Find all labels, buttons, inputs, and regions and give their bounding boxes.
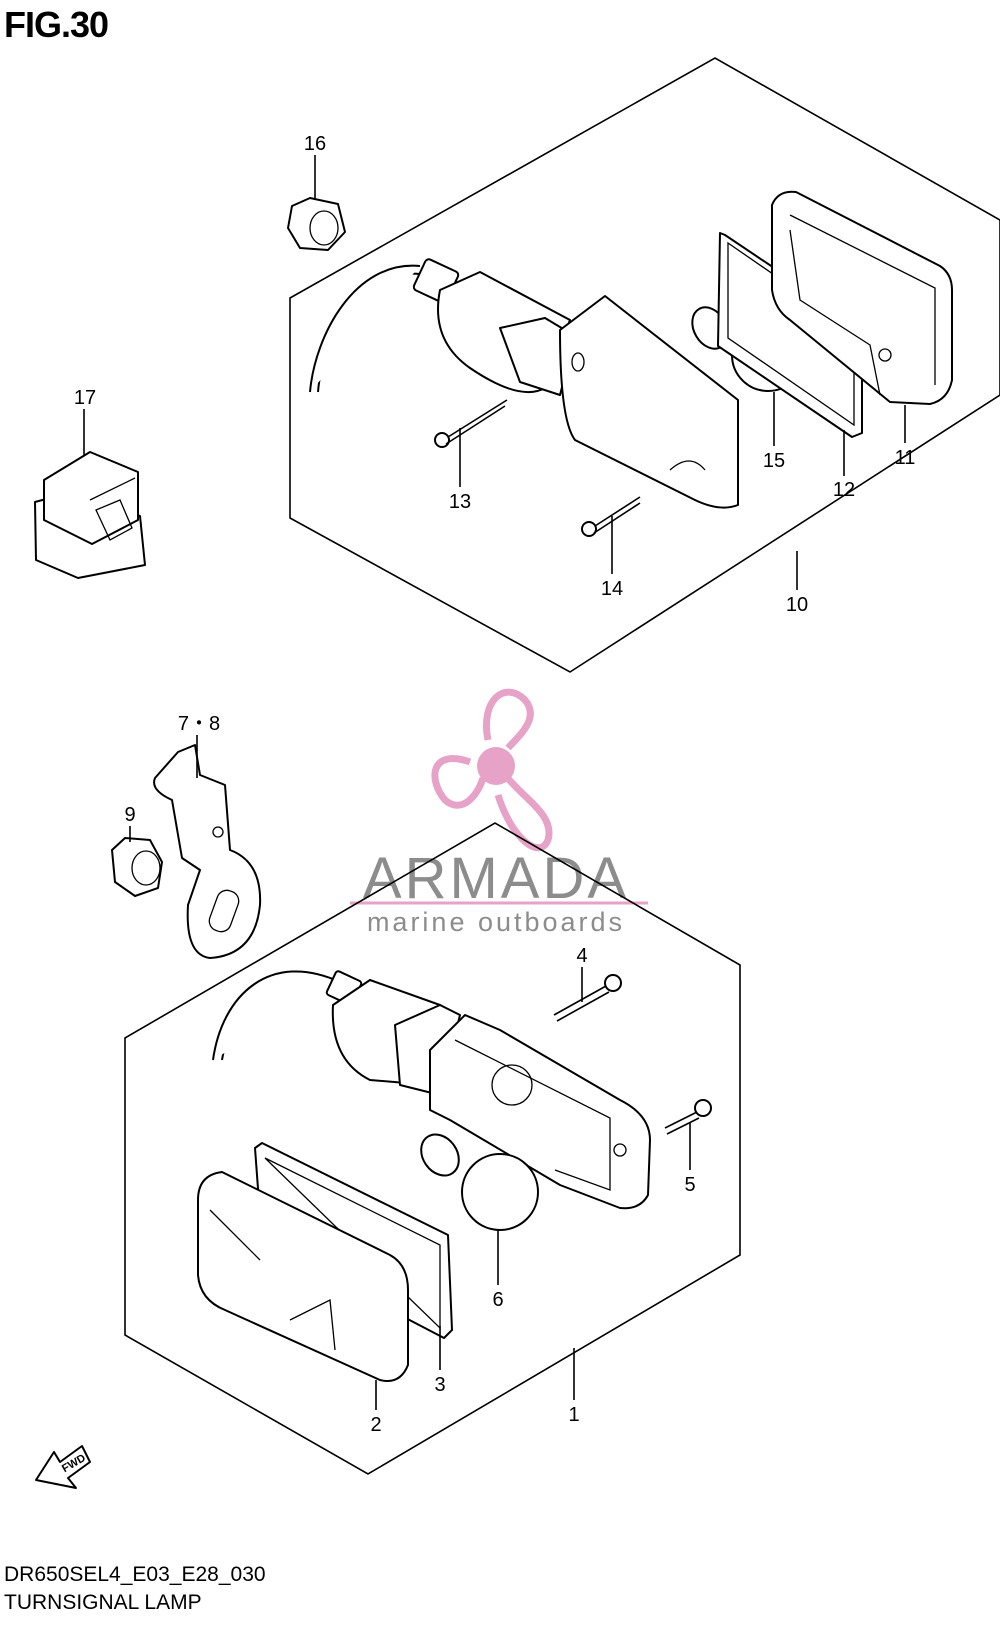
part-label-11: 11 <box>895 447 916 469</box>
lens-11[interactable] <box>771 190 953 405</box>
part-label-12: 12 <box>833 479 855 501</box>
part-label-15: 15 <box>763 450 785 472</box>
part-label-9: 9 <box>124 804 135 826</box>
watermark-logo <box>431 688 553 852</box>
turnsignal-unit-10[interactable] <box>309 258 739 509</box>
part-label-10: 10 <box>786 594 808 616</box>
part-label-7-8: 7・8 <box>178 713 220 735</box>
part-label-6: 6 <box>492 1289 503 1311</box>
screw-14[interactable] <box>581 496 641 537</box>
grommet-16[interactable] <box>287 197 346 251</box>
watermark-brand: ARMADA <box>363 846 629 911</box>
screw-5[interactable] <box>664 1099 712 1135</box>
screw-13[interactable] <box>434 399 508 448</box>
part-label-13: 13 <box>449 491 471 513</box>
figure-title: FIG.30 <box>4 4 109 45</box>
part-label-4: 4 <box>576 945 587 967</box>
diagram-code: DR650SEL4_E03_E28_030 <box>4 1563 266 1586</box>
part-label-1: 1 <box>568 1404 579 1426</box>
lens-2[interactable] <box>197 1171 409 1382</box>
upper-assembly-outline <box>289 57 1000 673</box>
fwd-arrow-icon <box>35 1445 91 1489</box>
bulb-6[interactable] <box>413 1127 539 1231</box>
lower-assembly-outline <box>124 822 741 1475</box>
part-label-2: 2 <box>370 1414 381 1436</box>
nut-9[interactable] <box>111 837 163 897</box>
turnsignal-unit-1[interactable] <box>212 970 651 1210</box>
part-label-17: 17 <box>74 387 96 409</box>
screw-4[interactable] <box>553 974 622 1022</box>
watermark-subtitle: marine outboards <box>367 907 625 937</box>
part-label-5: 5 <box>684 1174 695 1196</box>
part-label-14: 14 <box>601 578 623 600</box>
coupler-17[interactable] <box>34 451 146 579</box>
part-label-3: 3 <box>434 1374 445 1396</box>
diagram-name: TURNSIGNAL LAMP <box>4 1591 202 1614</box>
bracket-7-8[interactable] <box>153 744 262 959</box>
part-label-16: 16 <box>304 133 326 155</box>
